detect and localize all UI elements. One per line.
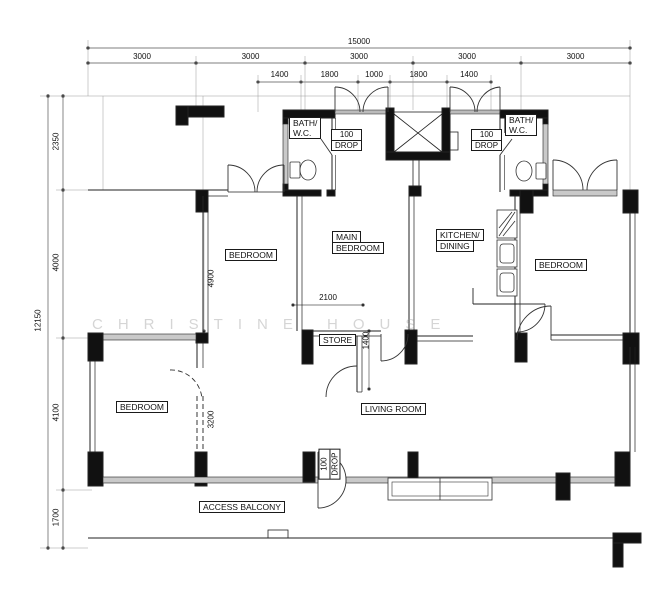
dim-depth-4: 1700 — [51, 508, 61, 527]
dim-store-depth: 1400 — [361, 331, 371, 350]
label-bath-left: BATH/ W.C. — [289, 117, 322, 140]
toilet-right — [535, 162, 547, 180]
dim-opening-1: 1400 — [270, 70, 289, 79]
label-bedroom-right: BEDROOM — [535, 259, 587, 272]
label-kitchen-line2: DINING — [436, 240, 474, 253]
kitchen-counter — [496, 209, 518, 297]
dim-bedroom-depth: 4900 — [206, 269, 216, 288]
dim-overall-depth: 12150 — [33, 309, 43, 332]
drop-balcony-word: DROP — [330, 452, 340, 476]
label-main-bedroom: MAIN BEDROOM — [332, 231, 384, 255]
dim-depth-3: 4100 — [51, 403, 61, 422]
dim-wall-length: 3200 — [206, 410, 216, 429]
bath-left-line1: BATH/ — [293, 118, 318, 128]
label-drop-balcony: 100 DROP — [318, 448, 341, 480]
dim-store-width: 2100 — [319, 293, 337, 302]
bath-right-line1: BATH/ — [509, 115, 534, 125]
bath-left-line2: W.C. — [293, 128, 312, 139]
label-kitchen-dining: KITCHEN/ DINING — [436, 229, 484, 253]
drop-right-value: 100 — [472, 130, 502, 141]
label-bedroom-top: BEDROOM — [225, 249, 277, 262]
label-drop-right: 100 DROP — [471, 129, 503, 152]
label-living-room: LIVING ROOM — [361, 403, 426, 416]
dim-depth-2: 4000 — [51, 253, 61, 272]
dim-overall-width: 15000 — [347, 37, 371, 46]
label-bedroom-left: BEDROOM — [116, 401, 168, 414]
drop-right-word: DROP — [475, 140, 499, 150]
label-drop-left: 100 DROP — [331, 129, 363, 152]
door-swings — [169, 86, 618, 509]
dim-opening-5: 1400 — [460, 70, 478, 79]
label-bath-right: BATH/ W.C. — [505, 114, 538, 137]
dim-opening-4: 1800 — [409, 70, 428, 79]
toilet-left — [289, 161, 301, 179]
label-store: STORE — [319, 334, 357, 347]
watermark: CHRISTINE HOUSE — [92, 316, 456, 333]
bath-right-line2: W.C. — [509, 125, 528, 136]
dim-bay-5: 3000 — [566, 52, 585, 61]
planter-box — [387, 477, 493, 501]
label-main-bedroom-line2: BEDROOM — [332, 242, 384, 255]
label-access-balcony: ACCESS BALCONY — [199, 501, 285, 514]
drop-left-value: 100 — [332, 130, 362, 141]
dim-opening-3: 1000 — [365, 70, 383, 79]
dim-bay-2: 3000 — [241, 52, 260, 61]
dim-depth-1: 2350 — [51, 132, 61, 151]
drop-left-word: DROP — [335, 140, 359, 150]
dim-bay-3: 3000 — [350, 52, 368, 61]
drop-balcony-value: 100 — [319, 449, 331, 479]
fixtures — [289, 159, 547, 501]
extension-lines — [40, 40, 631, 549]
walls — [87, 105, 642, 568]
dim-bay-1: 3000 — [133, 52, 151, 61]
dim-bay-4: 3000 — [458, 52, 476, 61]
dim-opening-2: 1800 — [320, 70, 339, 79]
